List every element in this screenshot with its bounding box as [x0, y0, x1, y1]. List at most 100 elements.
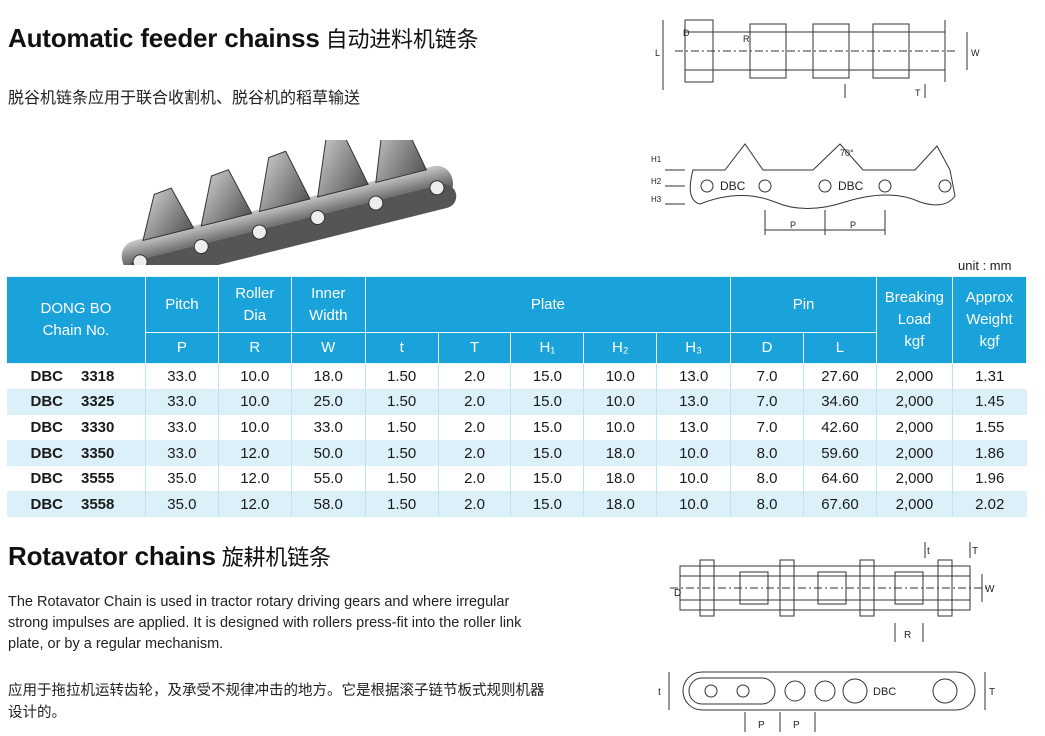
sub-h3: H₃: [656, 332, 732, 364]
cell-l: 34.60: [803, 389, 877, 415]
cell-h1: 15.0: [510, 440, 584, 466]
cell-weight: 1.31: [951, 363, 1027, 390]
cell-t: 1.50: [364, 465, 439, 492]
label-p1: P: [790, 220, 796, 230]
chain-number: 3555: [81, 470, 115, 488]
cell-l: 42.60: [803, 414, 877, 441]
cell-h2: 10.0: [583, 389, 657, 415]
label-angle: 70°: [840, 148, 854, 158]
cell-h1: 15.0: [510, 491, 584, 518]
chain-no-cell: DBC 3555: [7, 466, 146, 492]
cell-r: 12.0: [217, 491, 292, 518]
spec-table: DONG BO Chain No. Pitch Roller Dia Inner…: [6, 276, 1028, 518]
chain-number: 3330: [81, 418, 115, 436]
sub-w: W: [290, 332, 366, 364]
cell-d: 7.0: [730, 389, 804, 415]
chain-prefix: DBC: [30, 444, 64, 462]
section1-subtitle: 脱谷机链条应用于联合收割机、脱谷机的稻草输送: [8, 90, 361, 107]
label-h3: H3: [651, 195, 662, 204]
cell-t: 1.50: [364, 389, 439, 415]
cell-T: 2.0: [437, 465, 511, 492]
cell-r: 10.0: [217, 414, 292, 441]
cell-h3: 10.0: [656, 465, 731, 492]
cell-p: 33.0: [144, 440, 219, 466]
cell-d: 7.0: [730, 414, 804, 441]
section2-description-cn: 应用于拖拉机运转齿轮，及承受不规律冲击的地方。它是根据滚子链节板式规则机器设计的…: [8, 683, 545, 721]
sub-d: D: [730, 332, 805, 364]
cell-h1: 15.0: [510, 465, 584, 492]
chain-no-cell: DBC 3325: [6, 389, 146, 415]
cell-p: 33.0: [144, 363, 219, 390]
section2-title-en: Rotavator chains: [8, 541, 216, 571]
cell-load: 2,000: [875, 363, 953, 390]
rot-label-T: T: [972, 546, 978, 557]
cell-d: 7.0: [730, 363, 804, 390]
header-roller: Roller Dia: [217, 276, 292, 333]
cell-weight: 1.96: [951, 465, 1027, 492]
rot-label-p1: P: [758, 720, 765, 731]
cell-l: 64.60: [803, 465, 877, 492]
cell-load: 2,000: [875, 389, 953, 415]
sub-h2: H₂: [583, 332, 658, 364]
header-pin: Pin: [730, 276, 877, 333]
cell-d: 8.0: [730, 440, 804, 466]
label-l: L: [655, 48, 660, 58]
cell-h3: 10.0: [656, 440, 731, 466]
chain-prefix: DBC: [30, 470, 64, 488]
cell-h1: 15.0: [510, 414, 584, 441]
sub-p: P: [144, 332, 219, 364]
cell-h3: 13.0: [656, 414, 731, 441]
cell-T: 2.0: [437, 363, 511, 390]
sub-t: t: [364, 332, 439, 364]
cell-h3: 13.0: [656, 389, 731, 415]
cell-t: 1.50: [364, 363, 439, 390]
sub-T: T: [437, 332, 512, 364]
rot-brand-mark: DBC: [873, 686, 896, 698]
cell-weight: 2.02: [951, 491, 1027, 518]
cell-T: 2.0: [437, 440, 511, 466]
chain-number: 3558: [81, 495, 115, 513]
chain-prefix: DBC: [30, 393, 64, 411]
rot-label-w: W: [985, 584, 995, 595]
cell-r: 12.0: [217, 465, 292, 492]
label-t-upper: T: [915, 88, 921, 98]
cell-w: 18.0: [290, 363, 366, 390]
cell-weight: 1.45: [951, 389, 1027, 415]
cell-load: 2,000: [875, 491, 953, 518]
cell-T: 2.0: [437, 491, 511, 518]
label-w: W: [971, 48, 980, 58]
sub-h1: H₁: [510, 332, 585, 364]
cell-h1: 15.0: [510, 389, 584, 415]
header-chain-no: DONG BO Chain No.: [6, 276, 146, 364]
cell-d: 8.0: [730, 465, 804, 492]
label-d: D: [683, 28, 690, 38]
rot-label-h: T: [989, 687, 995, 698]
sub-r: R: [217, 332, 292, 364]
section2-title-cn: 旋耕机链条: [221, 545, 331, 570]
section2-description-en: The Rotavator Chain is used in tractor r…: [8, 594, 522, 652]
cell-load: 2,000: [875, 465, 953, 492]
chain-number: 3325: [81, 393, 115, 411]
rot-label-r: R: [904, 630, 911, 641]
rotavator-chain-top-view-drawing: D t T W R: [670, 542, 995, 642]
rot-label-p2: P: [793, 720, 800, 731]
brand-mark-2: DBC: [838, 179, 864, 193]
sub-l: L: [803, 332, 877, 364]
cell-weight: 1.55: [951, 414, 1027, 441]
cell-l: 59.60: [803, 440, 877, 466]
cell-p: 35.0: [144, 465, 219, 492]
label-h1: H1: [651, 155, 662, 164]
cell-r: 10.0: [217, 363, 292, 390]
cell-t: 1.50: [364, 491, 439, 518]
cell-h2: 18.0: [583, 491, 657, 518]
feeder-chain-side-view-drawing: H1 H2 H3 70° DBC DBC P P: [651, 143, 956, 235]
label-p2: P: [850, 220, 856, 230]
